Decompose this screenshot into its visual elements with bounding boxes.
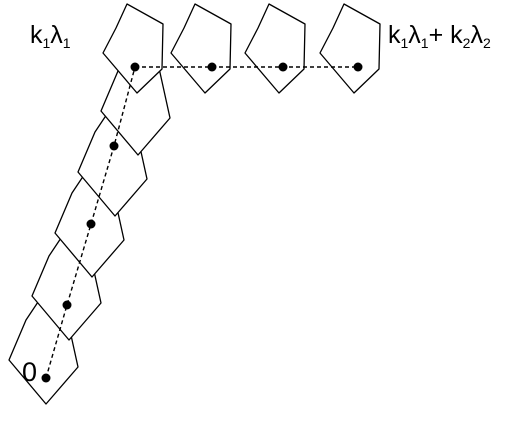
label-origin: 0 bbox=[22, 357, 38, 387]
label-k1-lambda1: k1λ1 bbox=[30, 21, 71, 51]
lambda1-subscript: 1 bbox=[420, 35, 429, 51]
k1-subscript: 1 bbox=[400, 35, 409, 51]
lambda1-subscript: 1 bbox=[62, 35, 71, 51]
lambda2-subscript: 2 bbox=[482, 35, 491, 51]
k1-subscript: 1 bbox=[42, 35, 51, 51]
lambda1-symbol: λ bbox=[408, 21, 421, 49]
path-along-first-direction bbox=[45, 66, 136, 379]
lattice-points bbox=[41, 62, 363, 383]
lattice-point bbox=[109, 141, 119, 151]
lattice-point bbox=[130, 62, 140, 72]
lattice-cell bbox=[170, 3, 232, 94]
lattice-path bbox=[45, 66, 358, 379]
lattice-cell bbox=[102, 3, 164, 94]
lattice-point bbox=[278, 62, 288, 72]
lattice-point bbox=[41, 373, 51, 383]
lattice-point bbox=[207, 62, 217, 72]
k2-subscript: 2 bbox=[462, 35, 471, 51]
lattice-cells bbox=[8, 3, 381, 405]
lattice-cell bbox=[319, 3, 381, 94]
label-sum-vector: k1λ1+ k2λ2 bbox=[388, 21, 491, 51]
lambda1-symbol: λ bbox=[50, 21, 63, 49]
lattice-point bbox=[62, 300, 72, 310]
k1-symbol: k bbox=[30, 21, 43, 49]
plus-sign: + bbox=[428, 21, 444, 49]
lattice-point bbox=[353, 62, 363, 72]
lattice-cell bbox=[244, 3, 306, 94]
lambda2-symbol: λ bbox=[470, 21, 483, 49]
lattice-point bbox=[86, 219, 96, 229]
k1-symbol: k bbox=[388, 21, 401, 49]
k2-symbol: k bbox=[450, 21, 463, 49]
